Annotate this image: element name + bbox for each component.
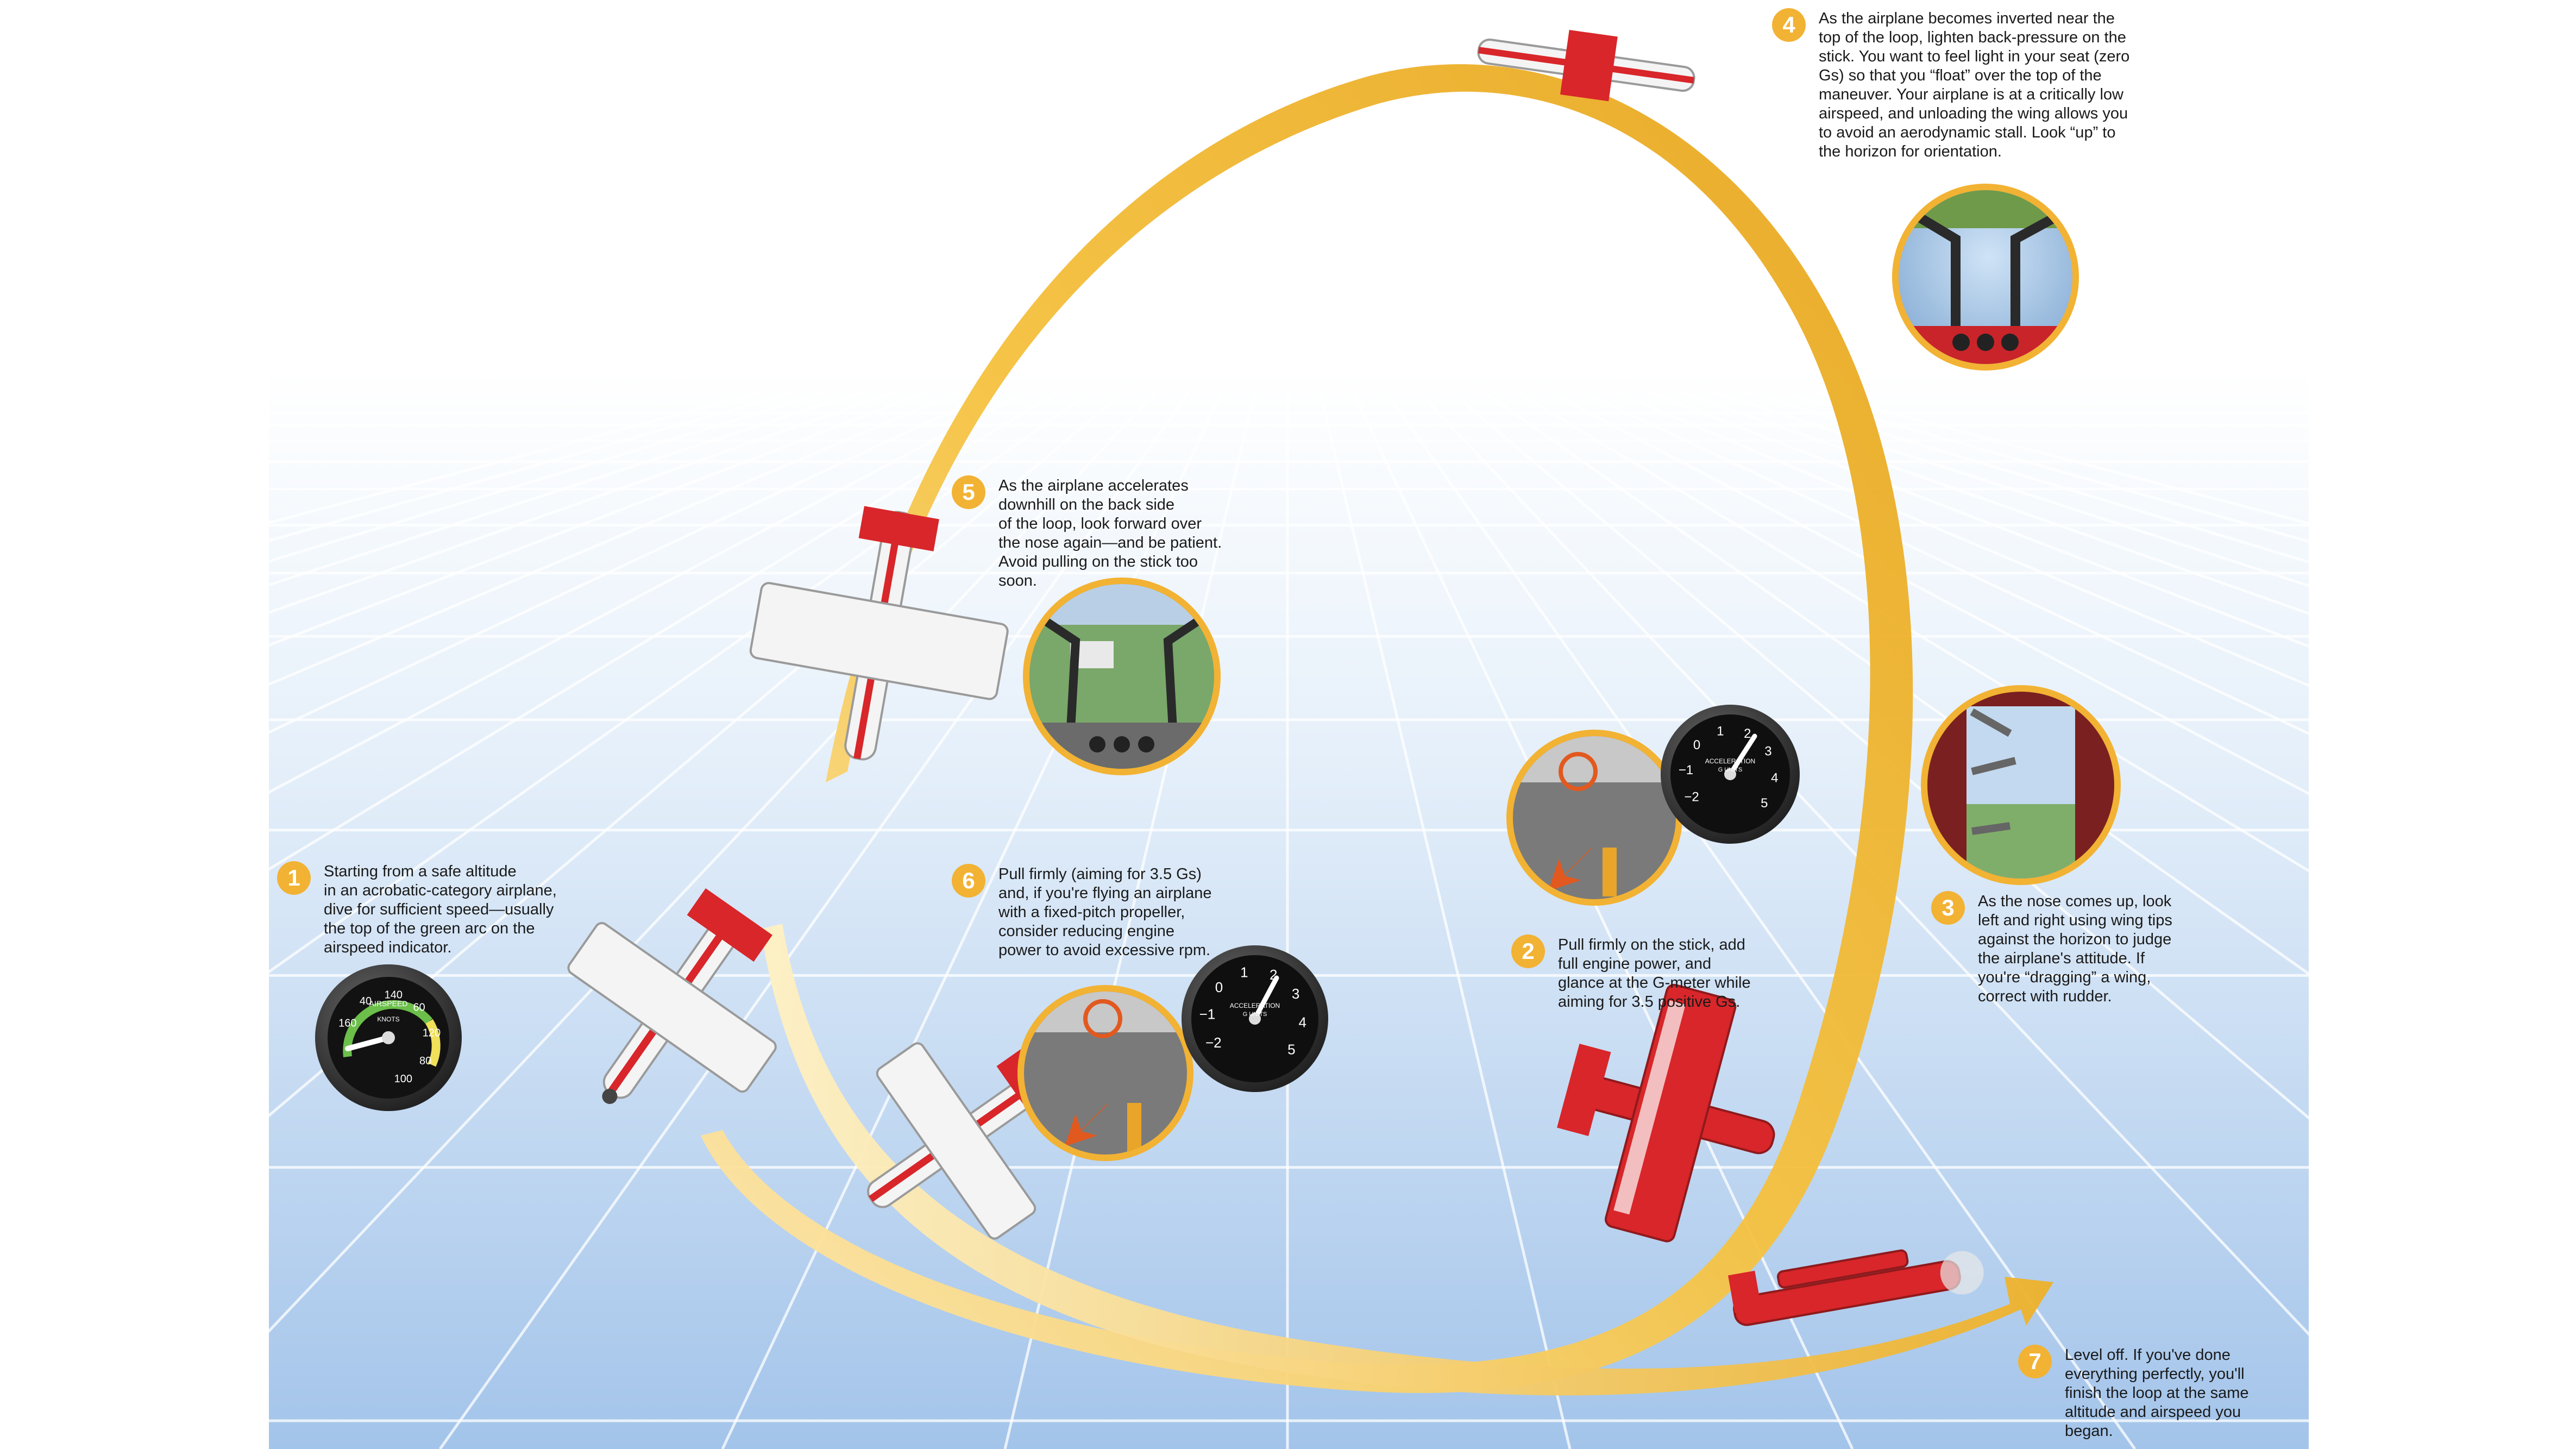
gauge-tick-label: −1 xyxy=(1199,1006,1216,1022)
g-meter-left-label: ACCELERATION xyxy=(1230,1002,1280,1009)
cockpit-view-gmeter-pull xyxy=(1506,730,1682,906)
step-6-badge: 6 xyxy=(952,864,985,898)
grid-line xyxy=(0,390,1126,1345)
gauge-tick-label: −1 xyxy=(1679,763,1693,777)
step-7-text: Level off. If you've done everything per… xyxy=(2065,1346,2249,1440)
grid-line xyxy=(1580,390,2576,861)
cockpit-view-wingtip xyxy=(1921,685,2121,885)
step-1-text: Starting from a safe altitude in an acro… xyxy=(324,863,557,956)
grid-line xyxy=(1482,390,2576,1164)
grid-line xyxy=(721,390,1224,1449)
gauge-tick-label: 120 xyxy=(423,1027,441,1039)
airplane-dive xyxy=(567,888,777,1104)
grid-line xyxy=(438,390,1191,1449)
cockpit-view-backside xyxy=(1023,578,1221,775)
grid-line xyxy=(1645,390,2576,751)
gauge-tick-label: 5 xyxy=(1761,796,1768,811)
grid-line xyxy=(1613,390,2576,800)
gauge-tick-label: 0 xyxy=(1215,979,1223,995)
gauge-tick-label: 2 xyxy=(1744,726,1751,741)
airplane-level xyxy=(1728,1249,1984,1326)
step-2-text: Pull firmly on the stick, add full engin… xyxy=(1558,936,1751,1011)
grid-line xyxy=(0,390,1028,936)
gauge-tick-label: 100 xyxy=(394,1073,412,1085)
gauge-tick-label: 80 xyxy=(419,1055,431,1067)
cockpit-view-gmeter-bottom xyxy=(1017,985,1193,1161)
step-4-badge: 4 xyxy=(1772,8,1806,42)
grid-line xyxy=(0,390,962,800)
gauge-tick-label: 4 xyxy=(1299,1014,1306,1031)
gauge-tick-label: 1 xyxy=(1240,964,1248,980)
g-meter-right-units: G UNITS xyxy=(1718,767,1743,773)
step-2-badge: 2 xyxy=(1511,934,1545,968)
gauge-tick-label: 3 xyxy=(1292,986,1299,1002)
gauge-tick-label: −2 xyxy=(1684,789,1699,804)
gauge-tick-label: 2 xyxy=(1270,967,1277,983)
gauge-tick-label: 60 xyxy=(413,1001,425,1013)
grid-line xyxy=(1449,390,2576,1346)
gauge-tick-label: −2 xyxy=(1205,1034,1222,1051)
airspeed-label: AIRSPEED xyxy=(369,999,408,1008)
grid-line xyxy=(1743,390,2576,644)
step-5-badge: 5 xyxy=(952,475,985,509)
step-3-text: As the nose comes up, look left and righ… xyxy=(1978,893,2172,1005)
g-meter-right-label: ACCELERATION xyxy=(1705,757,1755,765)
gauge-tick-label: 4 xyxy=(1771,771,1778,786)
gauge-tick-label: 0 xyxy=(1693,738,1700,752)
grid-line xyxy=(0,390,897,709)
step-7-badge: 7 xyxy=(2018,1345,2052,1378)
airspeed-indicator: AIRSPEED KNOTS 160 40 140 60 120 80 100 xyxy=(315,964,462,1111)
grid-line xyxy=(156,390,1158,1449)
grid-line xyxy=(1776,390,2576,618)
g-meter-left-units: G UNITS xyxy=(1243,1011,1267,1018)
grid-line xyxy=(0,390,1093,1163)
grid-line xyxy=(1318,391,1572,1449)
gauge-tick-label: 1 xyxy=(1717,724,1724,738)
grid-line xyxy=(0,390,766,595)
grid-line xyxy=(0,390,832,644)
grid-line xyxy=(1808,390,2576,596)
grid-line xyxy=(0,390,864,674)
gauge-tick-label: 160 xyxy=(338,1018,356,1030)
airspeed-units: KNOTS xyxy=(377,1015,399,1023)
grid-line xyxy=(0,390,1060,1034)
gauge-tick-label: 140 xyxy=(385,989,403,1001)
grid-line xyxy=(1515,390,2576,1034)
gauge-tick-label: 5 xyxy=(1287,1042,1295,1058)
grid-line xyxy=(1417,390,2418,1449)
grid-line xyxy=(1384,390,2137,1449)
step-4-text: As the airplane becomes inverted near th… xyxy=(1819,10,2130,160)
airplane-backside xyxy=(749,506,1009,761)
step-5-text: As the airplane accelerates downhill on … xyxy=(998,477,1222,589)
step-6-text: Pull firmly (aiming for 3.5 Gs) and, if … xyxy=(998,865,1212,959)
grid-line xyxy=(0,390,929,750)
grid-line xyxy=(1678,390,2576,710)
step-3-badge: 3 xyxy=(1931,891,1965,925)
gauge-tick-label: 40 xyxy=(360,995,372,1007)
step-1-badge: 1 xyxy=(277,861,311,895)
cockpit-view-inverted xyxy=(1892,184,2079,371)
grid-line xyxy=(1711,390,2576,674)
grid-line xyxy=(0,390,995,861)
grid-line xyxy=(1351,390,1854,1449)
airplane-climb xyxy=(1557,983,1775,1243)
airplane-inverted xyxy=(1477,30,1695,102)
gauge-tick-label: 3 xyxy=(1764,744,1771,759)
grid-line xyxy=(0,390,799,618)
